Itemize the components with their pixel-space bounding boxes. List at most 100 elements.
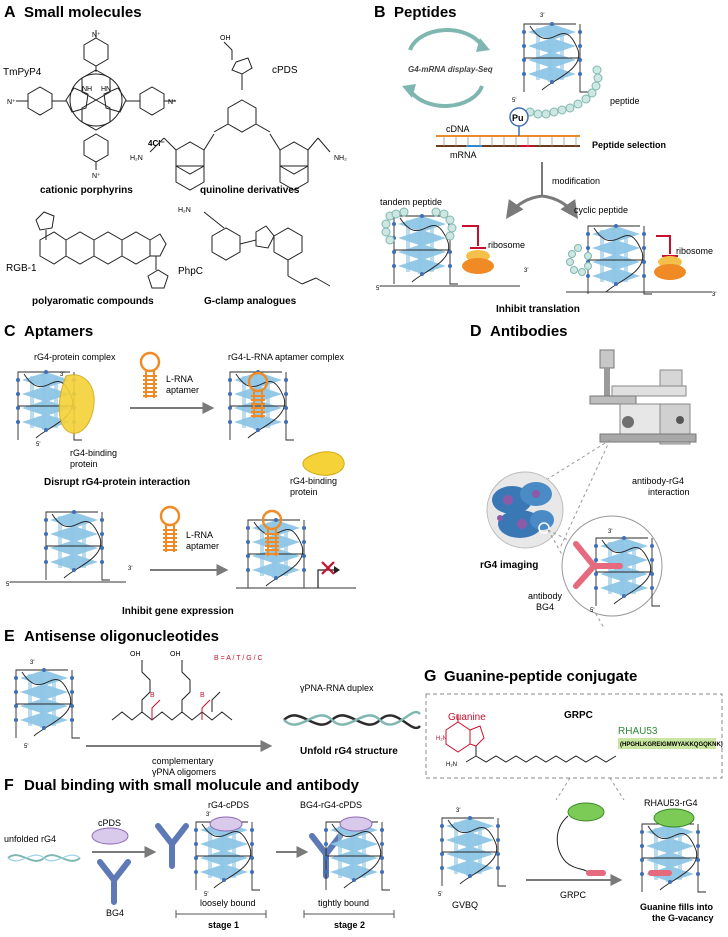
atom-nh2: NH₂ [334, 155, 347, 162]
cdna-label: cDNA [446, 124, 470, 134]
g-atom-h2n: H₂N [436, 736, 447, 742]
cyclic-beads [566, 244, 592, 276]
c-binding-label1: rG4-binding [70, 448, 117, 458]
tandem-three-prime: 3' [524, 268, 528, 274]
d-five-prime: 5' [590, 608, 594, 614]
c-aptamer-top [139, 351, 161, 400]
antibody-label2: BG4 [536, 602, 554, 612]
tandem-g4 [391, 213, 459, 285]
atom-n-top: N⁺ [92, 32, 101, 39]
c-binding-protein [58, 374, 95, 434]
stage2-label: stage 2 [334, 920, 365, 930]
b-five-prime: 5' [512, 98, 516, 104]
cyclic-three-prime: 3' [712, 292, 716, 298]
tmpyp4-structure [16, 30, 176, 170]
rgb1-label: RGB-1 [6, 263, 37, 274]
gvbq-structure [439, 815, 507, 887]
atom-n-bottom: N⁺ [92, 173, 101, 180]
interaction-label2: interaction [648, 487, 690, 497]
c-aptamer-label1: L-RNA [166, 374, 193, 384]
g-five-prime: 5' [438, 892, 442, 898]
c-complex1-label: rG4-protein complex [34, 352, 116, 362]
f-complex1-label: rG4-cPDS [208, 800, 249, 810]
branch-left-arrow [505, 194, 543, 219]
grpc-label: GRPC [564, 710, 593, 721]
grpc-linker [465, 746, 617, 763]
mrna-display-cycle [402, 28, 490, 108]
counterion-label: 4Cl⁻ [148, 139, 165, 148]
cpds-structure [149, 41, 331, 191]
panel-g-title: Guanine-peptide conjugate [444, 668, 637, 685]
cyclic-inhibit-mark [656, 235, 671, 254]
sequence-label: (HPGHLKGREIGMWYAKKQGQKNK) [620, 742, 723, 748]
cpds-label: cPDS [272, 65, 298, 76]
interaction-label1: antibody-rG4 [632, 476, 684, 486]
f-cpds-bound1 [209, 816, 243, 832]
panel-c-title: Aptamers [24, 323, 93, 340]
c-released-label1: rG4-binding [290, 476, 337, 486]
cell-imaging-circle [486, 471, 564, 549]
grpc-structure-box [425, 693, 723, 779]
method-label: G4-mRNA display-Seq [408, 65, 493, 74]
tandem-label: tandem peptide [380, 197, 442, 207]
f-cpds-label: cPDS [98, 818, 121, 828]
panel-b-title: Peptides [394, 4, 457, 21]
peptide-beads [525, 65, 603, 119]
e-atom-oh1: OH [130, 651, 141, 658]
g-complex-label: RHAU53-rG4 [644, 798, 698, 808]
e-three-prime: 3' [30, 660, 34, 666]
gpna-rna-duplex [283, 710, 421, 730]
panel-d-letter: D [470, 323, 482, 340]
e-g4-structure [13, 667, 81, 739]
f-cpds-bound2 [339, 816, 373, 832]
c2-three-prime: 3' [128, 566, 132, 572]
atom-n-right: N⁺ [168, 99, 177, 106]
c-aptamer-label2: aptamer [166, 385, 199, 395]
loose-label: loosely bound [200, 898, 256, 908]
guanine-label: Guanine [448, 712, 486, 723]
bg4-antibody [573, 541, 623, 589]
peptide-label: peptide [610, 96, 640, 106]
c-aptamer2-label1: L-RNA [186, 530, 213, 540]
phpc-structure [203, 211, 331, 287]
guanine-structure [445, 714, 485, 753]
b-g4-structure [521, 21, 589, 93]
f-bg4-label: BG4 [106, 908, 124, 918]
class-gclamp: G-clamp analogues [204, 296, 297, 307]
base-set-label: B = A / T / G / C [214, 655, 263, 662]
ribosome-right [654, 256, 686, 280]
mrna-label: mRNA [450, 150, 477, 160]
g-atom-h2n2: H₂N [446, 762, 457, 768]
panel-f-title: Dual binding with small molucule and ant… [24, 777, 360, 794]
g-three-prime: 3' [456, 808, 460, 814]
tandem-five-prime: 5' [376, 286, 380, 292]
atom-oh: OH [220, 35, 231, 42]
d-three-prime: 3' [608, 529, 612, 535]
g-guanine-fill [648, 870, 672, 876]
c1-five-prime: 5' [36, 442, 40, 448]
imaging-label: rG4 imaging [480, 560, 538, 571]
gpna-structure [111, 660, 233, 721]
panel-a-title: Small molecules [24, 4, 142, 21]
atom-h2n: H₂N [130, 155, 143, 162]
panel-g-letter: G [424, 668, 436, 685]
ribosome-left [462, 250, 494, 274]
f-complex2-label: BG4-rG4-cPDS [300, 800, 362, 810]
antibody-label1: antibody [528, 591, 563, 601]
tandem-beads [381, 207, 457, 245]
grpc-molecule [556, 802, 606, 876]
cyclic-g4 [585, 223, 653, 295]
peptide-selection-label: Peptide selection [592, 140, 666, 150]
panel-f-letter: F [4, 777, 14, 794]
tight-label: tightly bound [318, 898, 369, 908]
g-complex-rhau53 [653, 808, 695, 828]
f1-three-prime: 3' [206, 812, 210, 818]
rgb1-structure [35, 211, 169, 289]
g-grpc-arrow-label: GRPC [560, 890, 587, 900]
tandem-inhibit-mark [462, 225, 479, 246]
unfold-label: Unfold rG4 structure [300, 746, 398, 757]
c-released-protein [302, 451, 345, 476]
c-blocking-aptamer [261, 509, 283, 558]
c2-five-prime: 5' [6, 582, 10, 588]
